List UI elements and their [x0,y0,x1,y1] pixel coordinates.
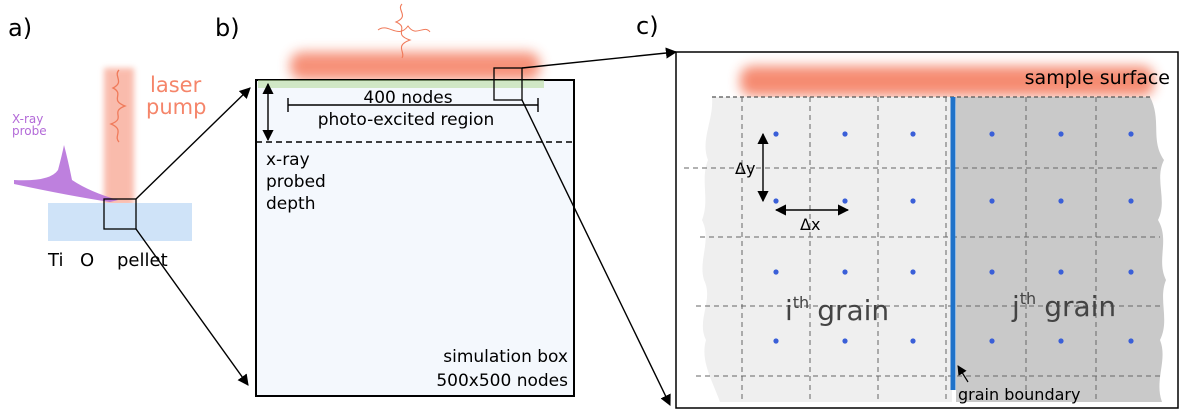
dx-text: Δx [800,215,820,234]
zoom-arrow-top [135,87,251,200]
grain-j-sup: th [1020,289,1036,308]
xray-text-2: probe [12,124,47,138]
mesh-node [1128,338,1134,344]
surface-zoom-box [493,67,523,101]
pellet [48,203,192,241]
surface-text: sample surface [1025,67,1170,89]
laser-glow-c [740,66,1154,96]
pellet-o: O [80,250,94,271]
nodes-text: 400 nodes [363,88,452,108]
grain-j-word: grain [1044,290,1116,323]
grain-i-base: i [785,294,793,327]
dy-text: Δy [735,159,755,178]
mesh-nodes [773,131,1134,344]
probe-text-1: x-ray [266,150,310,170]
boundary-text: grain boundary [958,385,1080,404]
mesh-node [773,198,779,204]
mesh-node [989,198,995,204]
probe-text-2: probed [266,172,326,192]
panel-a: a) laser pump X-ray probe Ti O pellet [8,14,251,386]
grain-i-sup: th [793,293,809,312]
zoom-arrow-c-bottom [521,99,671,407]
mesh-node [1128,198,1134,204]
laser-wave-b2-icon [377,25,431,33]
laser-text-2: pump [146,95,206,119]
mesh-node [1058,131,1064,137]
panel-c-label: c) [636,12,659,40]
probe-text-3: depth [266,194,315,214]
region-text: photo-excited region [318,110,495,130]
mesh-node [1128,131,1134,137]
panel-c: c) sample surface Δy [636,12,1179,409]
box-text-1: simulation box [443,347,568,367]
zoom-arrow-bottom [135,228,249,386]
panel-b-label: b) [215,14,240,42]
laser-wave-icon [109,69,127,143]
mesh-node [842,338,848,344]
mesh-node [773,269,779,275]
xray-probe-pulse [14,145,118,202]
mesh-node [842,131,848,137]
mesh-node [910,269,916,275]
zoom-arrow-c-top [521,47,678,69]
mesh-grid [684,97,1160,402]
grain-i-word: grain [817,294,889,327]
mesh-node [910,131,916,137]
laser-beam [104,68,134,206]
mesh-node [842,198,848,204]
mesh-node [1058,198,1064,204]
mesh-node [773,131,779,137]
panel-a-label: a) [8,14,32,42]
box-text-2: 500x500 nodes [436,371,568,391]
mesh-node [842,269,848,275]
pellet-zoom-box [103,198,137,230]
mesh-node [773,338,779,344]
grain-j [956,97,1166,402]
pellet-word: pellet [117,250,168,271]
mesh-node [1058,269,1064,275]
boundary-pointer [957,365,969,383]
mesh-node [1058,338,1064,344]
mesh-node [1128,269,1134,275]
panel-b: b) 400 nodes photo-excited region x-ray … [215,3,678,407]
xray-text-1: X-ray [12,112,43,126]
grain-j-base: j [1011,290,1020,323]
mesh-node [989,338,995,344]
grain-i [702,97,952,402]
excited-surface-layer [258,80,544,88]
pellet-ti: Ti [47,250,63,271]
mesh-node [989,269,995,275]
simulation-box [255,79,575,397]
mesh-node [910,338,916,344]
laser-glow-b [290,52,540,80]
mesh-node [910,198,916,204]
mesh-node [989,131,995,137]
laser-text-1: laser [150,73,202,97]
